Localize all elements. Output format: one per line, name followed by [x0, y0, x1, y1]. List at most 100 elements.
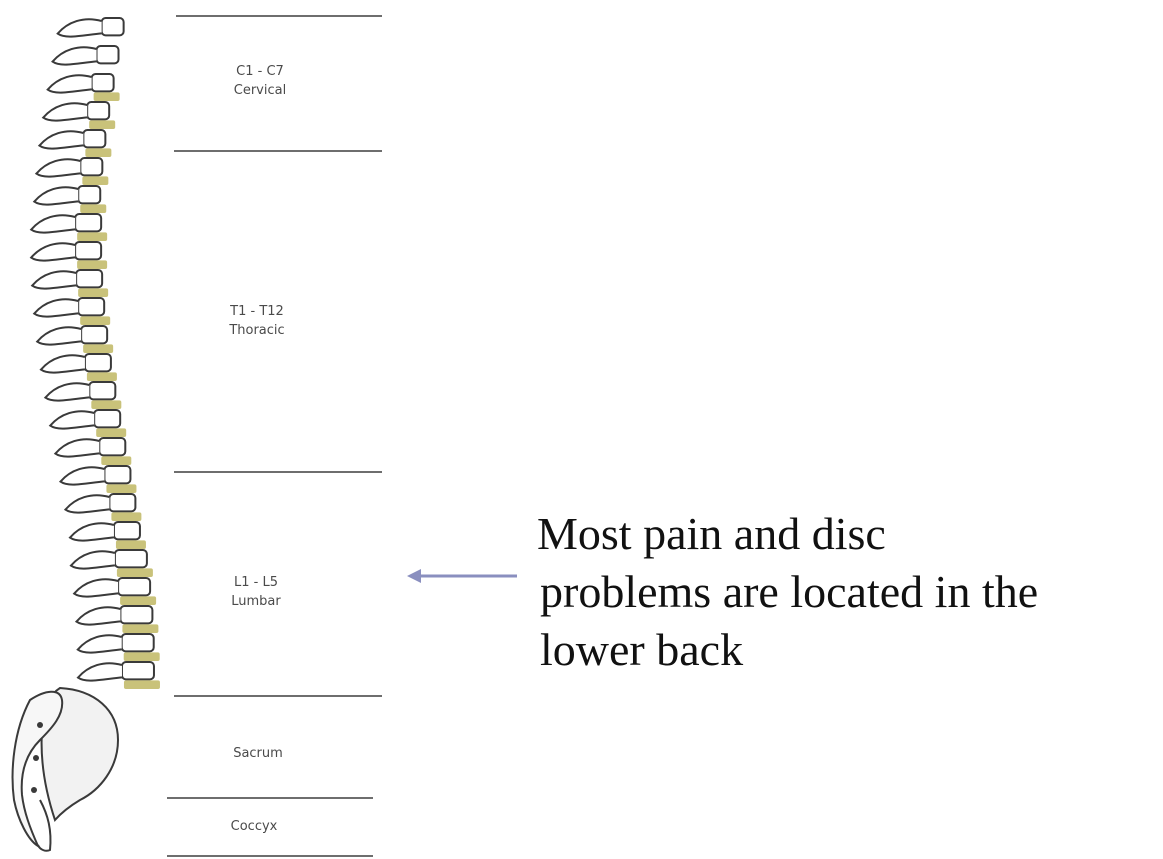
- pelvis-wing: [11, 690, 64, 849]
- vertebra-process: [35, 326, 82, 346]
- vertebra: [86, 101, 111, 121]
- vertebra-process: [48, 410, 95, 430]
- discs-group: [77, 92, 160, 689]
- vertebra-process: [68, 522, 115, 542]
- intervertebral-disc: [123, 680, 160, 689]
- vertebra: [74, 213, 103, 233]
- vertebra: [79, 157, 104, 177]
- vertebra: [77, 185, 102, 205]
- vertebra-process: [29, 242, 76, 262]
- vertebra: [88, 381, 117, 401]
- vertebra-process: [74, 606, 121, 626]
- divider-cervical-thoracic: [174, 150, 382, 152]
- vertebra: [83, 353, 112, 373]
- vertebra: [77, 297, 106, 317]
- region-name: Lumbar: [231, 594, 281, 609]
- intervertebral-disc: [111, 512, 142, 521]
- vertebra-process: [72, 578, 119, 598]
- vertebra-process: [76, 662, 123, 682]
- vertebra: [112, 521, 141, 541]
- intervertebral-disc: [96, 428, 127, 437]
- vertebra: [90, 73, 115, 93]
- vertebra: [103, 465, 132, 485]
- intervertebral-disc: [120, 596, 157, 605]
- note-line-3: lower back: [540, 624, 744, 675]
- intervertebral-disc: [83, 344, 114, 353]
- vertebra-process: [34, 158, 81, 178]
- vertebra-process: [43, 382, 90, 402]
- vertebra-process: [53, 438, 100, 458]
- intervertebral-disc: [86, 372, 117, 381]
- sacrum-coccyx-group: [11, 686, 120, 852]
- intervertebral-disc: [77, 260, 108, 269]
- vertebra: [113, 549, 148, 569]
- coccyx-shape: [37, 799, 52, 852]
- intervertebral-disc: [91, 400, 122, 409]
- vertebra: [98, 437, 127, 457]
- vertebra: [100, 17, 125, 37]
- vertebra-process: [32, 298, 79, 318]
- region-label-thoracic: T1 - T12 Thoracic: [215, 302, 299, 340]
- vertebra-process: [29, 214, 76, 234]
- vertebra-process: [51, 46, 97, 66]
- divider-bottom: [167, 855, 373, 857]
- vertebra-process: [41, 102, 88, 122]
- vertebra-process: [37, 130, 84, 150]
- region-label-coccyx: Coccyx: [214, 817, 294, 836]
- region-name: Thoracic: [229, 323, 285, 338]
- vertebra-process: [39, 354, 86, 374]
- intervertebral-disc: [106, 484, 137, 493]
- intervertebral-disc: [77, 232, 108, 241]
- intervertebral-disc: [123, 652, 160, 661]
- divider-lumbar-sacrum: [174, 695, 382, 697]
- intervertebral-disc: [93, 92, 120, 101]
- left-arrow-icon: [407, 569, 517, 583]
- vertebra: [108, 493, 137, 513]
- vertebra: [119, 605, 154, 625]
- intervertebral-disc: [82, 176, 109, 185]
- vertebra-process: [46, 74, 92, 94]
- region-code: T1 - T12: [230, 304, 284, 319]
- vertebra: [120, 661, 155, 681]
- region-name: Sacrum: [233, 746, 283, 761]
- vertebra-process: [56, 18, 102, 38]
- vertebrae-group: [29, 17, 155, 682]
- intervertebral-disc: [89, 120, 116, 129]
- vertebra: [95, 45, 120, 65]
- divider-top: [176, 15, 382, 17]
- intervertebral-disc: [80, 316, 111, 325]
- intervertebral-disc: [101, 456, 132, 465]
- callout-note: Most pain and disc problems are located …: [537, 505, 1157, 679]
- region-code: L1 - L5: [234, 575, 278, 590]
- divider-sacrum-coccyx: [167, 797, 373, 799]
- vertebra: [80, 325, 109, 345]
- intervertebral-disc: [85, 148, 112, 157]
- region-label-cervical: C1 - C7 Cervical: [220, 62, 300, 100]
- vertebra-process: [69, 550, 116, 570]
- vertebra-process: [63, 494, 110, 514]
- intervertebral-disc: [115, 540, 146, 549]
- region-code: C1 - C7: [236, 64, 284, 79]
- intervertebral-disc: [78, 288, 109, 297]
- vertebra: [75, 269, 104, 289]
- region-name: Coccyx: [230, 819, 278, 834]
- note-line-1: Most pain and disc: [537, 508, 886, 559]
- intervertebral-disc: [116, 568, 153, 577]
- note-line-2: problems are located in the: [540, 566, 1039, 617]
- spine-illustration: [11, 17, 160, 852]
- divider-thoracic-lumbar: [174, 471, 382, 473]
- vertebra-process: [76, 634, 122, 654]
- vertebra-process: [30, 270, 77, 290]
- vertebra: [74, 241, 103, 261]
- intervertebral-disc: [80, 204, 107, 213]
- vertebra: [120, 633, 155, 653]
- intervertebral-disc: [122, 624, 159, 633]
- vertebra-process: [58, 466, 105, 486]
- vertebra: [93, 409, 122, 429]
- vertebra: [82, 129, 107, 149]
- region-label-sacrum: Sacrum: [218, 744, 298, 763]
- region-label-lumbar: L1 - L5 Lumbar: [216, 573, 296, 611]
- region-name: Cervical: [233, 83, 287, 98]
- vertebra-process: [32, 186, 79, 206]
- vertebra: [117, 577, 152, 597]
